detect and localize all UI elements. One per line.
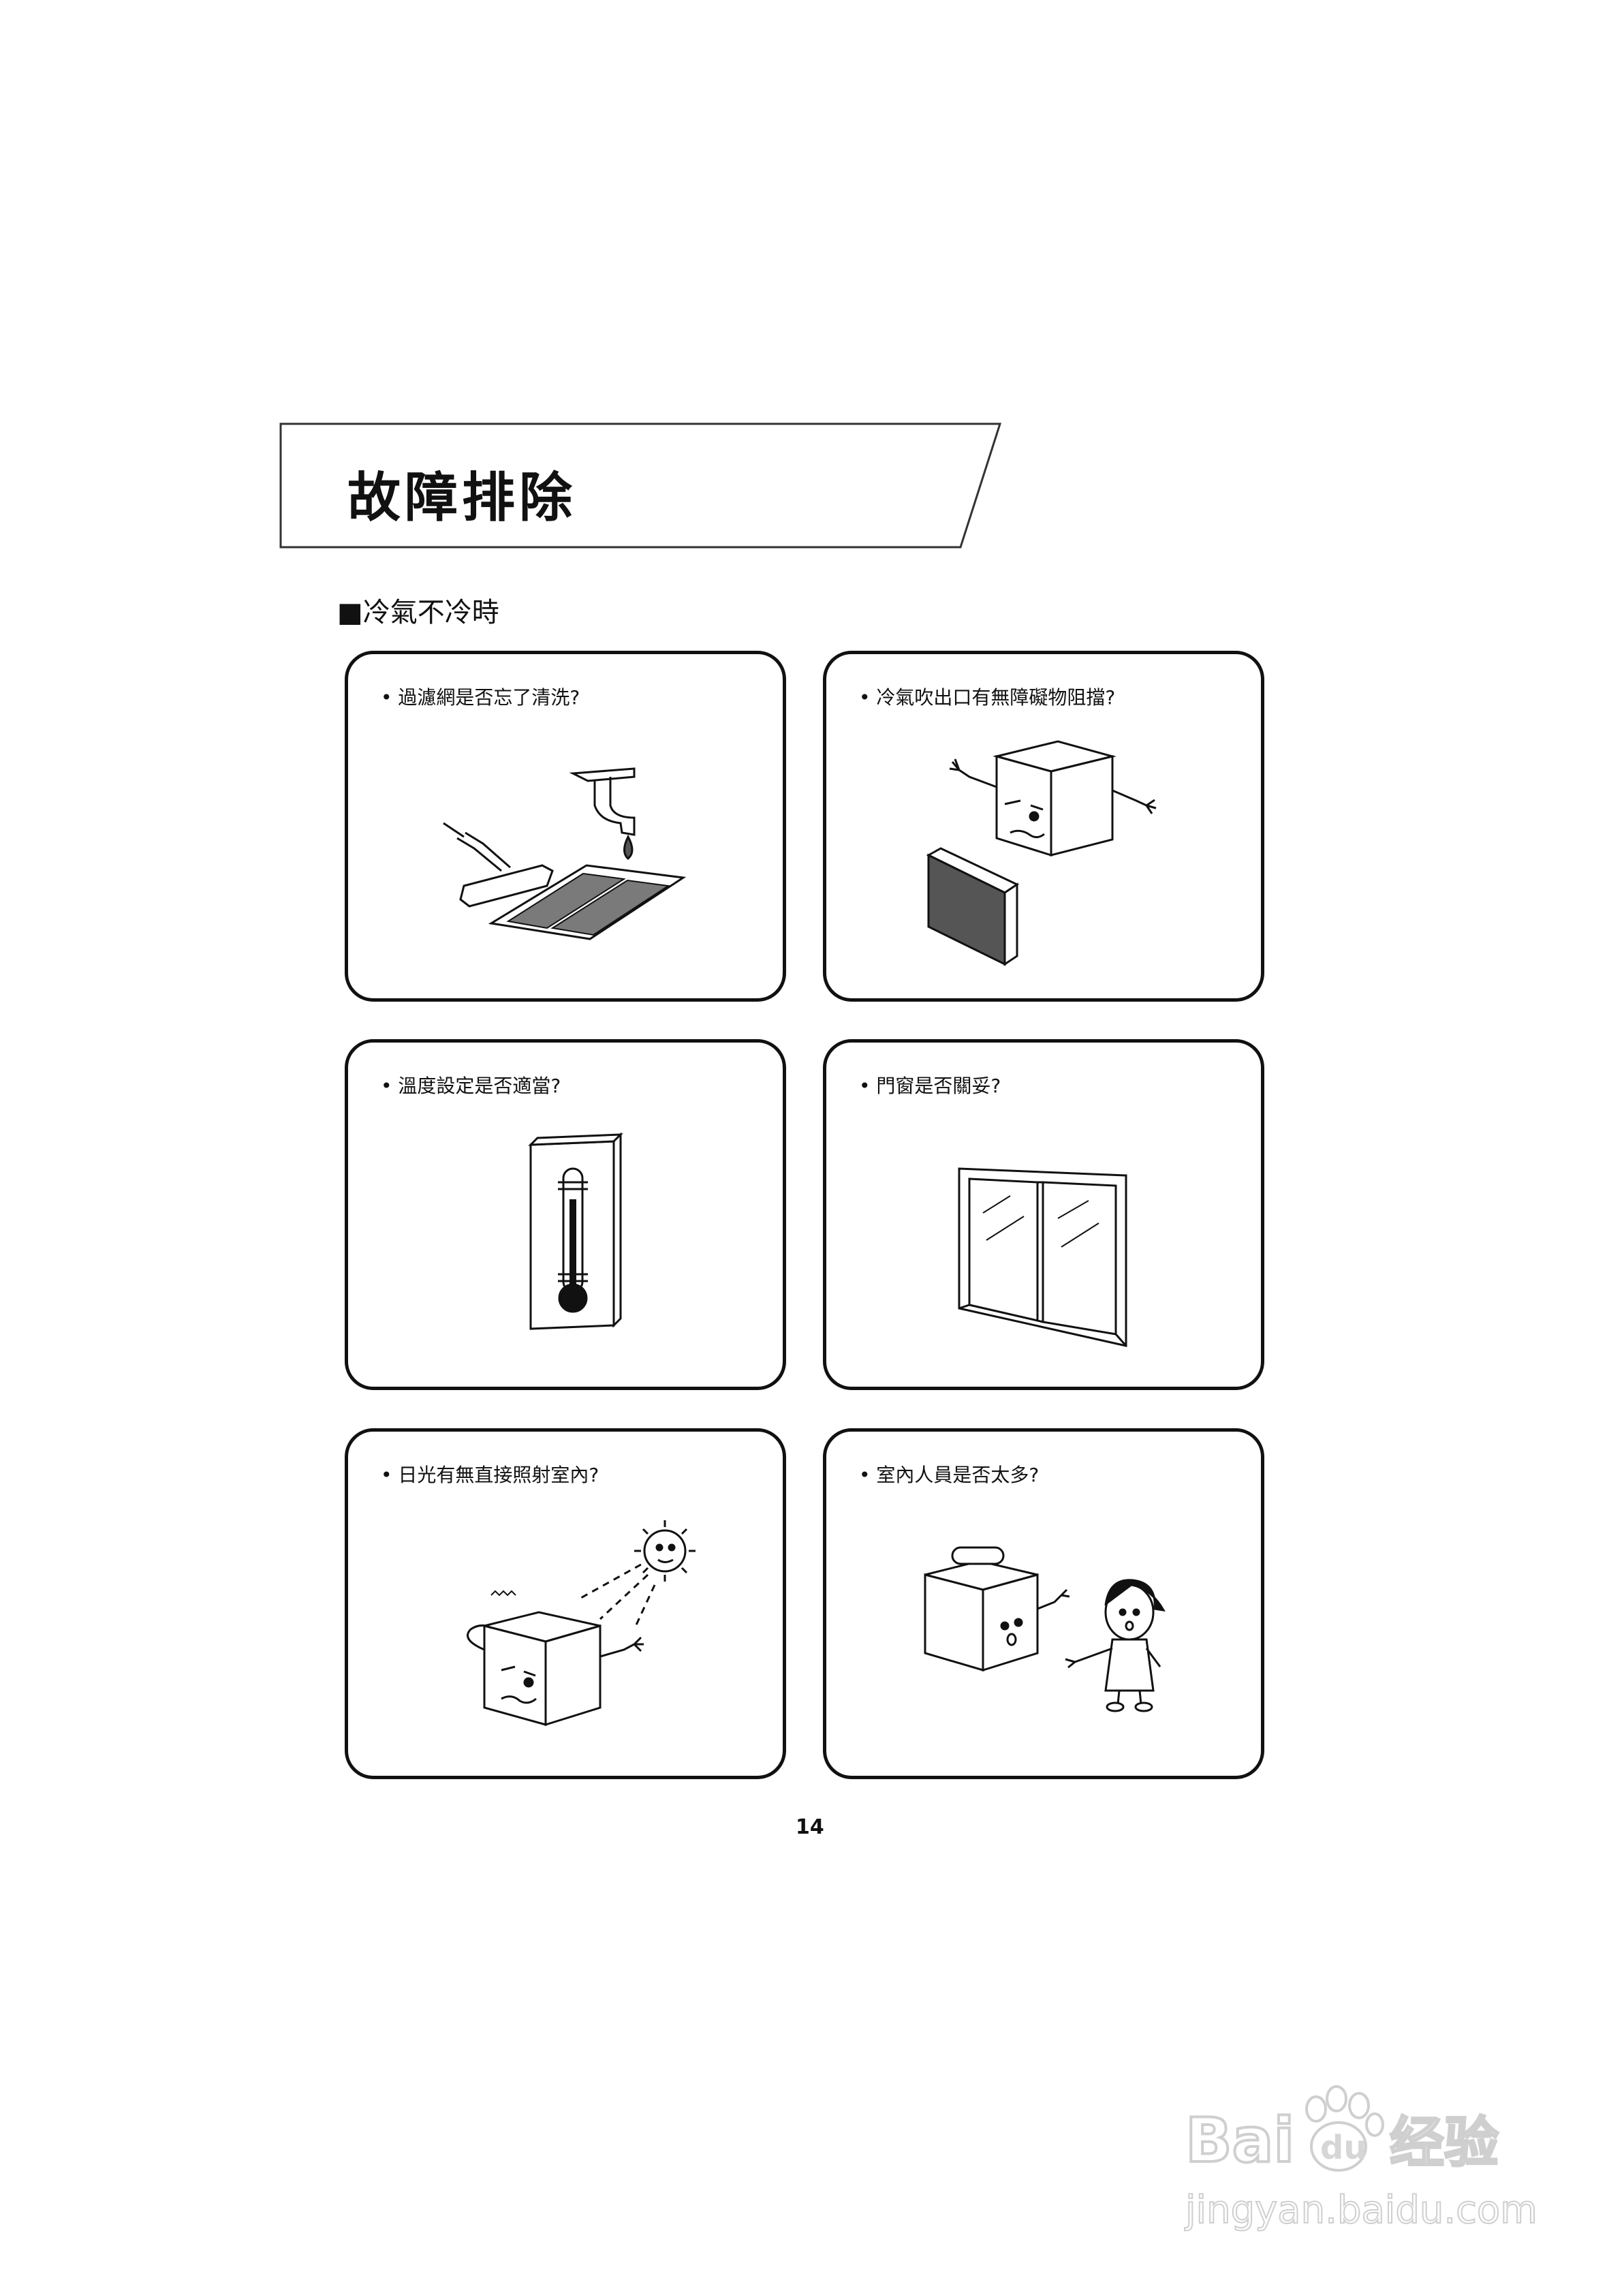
panel-question: • 日光有無直接照射室內? [381, 1464, 599, 1486]
sunlight-ac-icon [467, 1520, 696, 1727]
filter-washing-icon [443, 767, 687, 940]
panel-too-many-people: • 室內人員是否太多? [823, 1428, 1264, 1779]
panel-temperature-setting: • 溫度設定是否適當? [345, 1039, 786, 1390]
panel-question: • 過濾網是否忘了清洗? [381, 686, 580, 709]
blocked-ac-icon [926, 740, 1157, 966]
panel-question: • 室內人員是否太多? [859, 1464, 1040, 1486]
crowded-room-icon [924, 1546, 1166, 1712]
page-title: 故障排除 [347, 467, 577, 529]
thermometer-icon [528, 1132, 623, 1330]
panel-airflow-blocked: • 冷氣吹出口有無障礙物阻擋? [823, 651, 1264, 1002]
watermark-brand-du: du [1320, 2129, 1367, 2167]
panel-doors-windows: • 門窗是否關妥? [823, 1039, 1264, 1390]
panel-question: • 門窗是否關妥? [859, 1075, 1001, 1097]
title-banner [279, 422, 1001, 549]
paw-logo-icon [1305, 2085, 1384, 2172]
window-icon [958, 1167, 1127, 1347]
panel-direct-sunlight: • 日光有無直接照射室內? [345, 1428, 786, 1779]
panel-question: • 冷氣吹出口有無障礙物阻擋? [859, 686, 1116, 709]
panel-filter-cleaning: • 過濾網是否忘了清洗? [345, 651, 786, 1002]
watermark-brand-latin: Bai [1185, 2105, 1294, 2176]
baidu-watermark: Bai du 经验 jingyan.baidu.com [1183, 2085, 1538, 2233]
section-heading: ■冷氣不冷時 [337, 597, 499, 628]
panel-question: • 溫度設定是否適當? [381, 1075, 561, 1097]
page-number: 14 [796, 1815, 824, 1839]
watermark-url: jingyan.baidu.com [1184, 2188, 1537, 2232]
watermark-brand-cn: 经验 [1390, 2111, 1499, 2174]
